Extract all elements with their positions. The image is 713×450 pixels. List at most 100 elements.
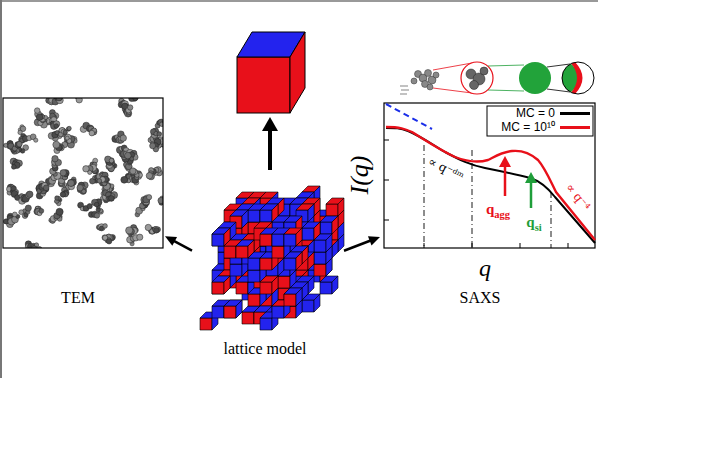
particle-blob [26,191,33,198]
aggregate-zoom [466,67,488,90]
cube-face [290,32,305,113]
particle-blob [120,135,126,141]
node-caption: SAXS [460,289,501,307]
particle-blob [43,185,49,191]
particle-blob [83,166,89,172]
particle-blob [89,130,95,136]
particle-blob [125,152,132,159]
cube-face [248,294,260,306]
cube-face [224,306,236,318]
cube-face [284,294,296,306]
cube-face [242,210,248,228]
particle [519,62,551,94]
particle-blob [67,126,71,130]
cube-face [212,282,224,294]
particle-blob [17,142,22,147]
cube-face [272,306,284,318]
particle-blob [137,234,143,240]
cube-face [260,258,272,270]
diagram-node: lattice model [192,160,344,362]
cube-face [326,204,338,216]
frame-line [0,0,2,378]
cube-face [224,306,236,318]
cube-face [272,246,284,258]
cube-face [278,276,290,288]
cube-face [272,306,284,318]
cube-face [284,294,296,306]
particle-blob [97,179,102,184]
cube-face [248,258,260,270]
particle-blob [15,142,21,148]
particle-blob [52,156,58,162]
cube-face [296,228,302,246]
cube-face [260,234,272,246]
label-text: q [486,201,494,217]
particle-blob [36,114,43,121]
cube-face [248,258,260,270]
cube-face [338,198,344,216]
legend-text: MC = 0 [489,106,555,120]
label-text: q [526,214,534,230]
cube-face [212,234,224,246]
cube-face [278,258,284,276]
particle-blob [147,195,152,200]
particle-blob [68,180,75,187]
particle-blob [76,98,82,103]
qagg-arrow [504,166,507,196]
plot-frame [384,103,595,248]
particle-blob [11,165,16,170]
cube-face [200,318,212,330]
node-caption: TEM [61,289,95,307]
particle-blob [94,202,99,207]
zoom-line [488,90,524,91]
particle-blob [34,108,40,114]
unit-cube [237,32,305,113]
cube-face [272,234,284,246]
tem-frame [3,98,163,248]
particle-blob [126,227,133,234]
connector [344,236,380,251]
cube-face [314,264,326,276]
particle-blob [4,143,8,147]
plot-annotation: q [479,256,491,280]
cube-face [278,276,290,288]
particle-blob [130,168,136,174]
cube-face [320,282,332,294]
cube-face [332,276,338,294]
legend-box [487,106,593,136]
cube-face [284,294,296,306]
cube-face [314,252,326,264]
up-arrow [268,130,272,170]
plot-annotation: I(q) [347,156,373,195]
particle-blob [153,227,159,233]
cube-face [260,282,272,294]
arrow-head [368,236,380,245]
legend-text: MC = 10¹⁰ [489,120,555,134]
cube-face [224,246,236,258]
cube-face [248,210,260,222]
particle-blob [17,141,23,147]
arrow-head [165,236,177,246]
cube-face [260,234,272,246]
cube-face [320,222,332,234]
cube-face [326,234,332,252]
fit-line [386,104,432,129]
cube-face [236,282,248,294]
particle-blob [158,119,163,126]
cube-face [302,228,314,240]
cube-face [230,264,242,276]
cube-face [284,234,296,246]
arrow-head [499,156,511,167]
particle-blob [109,158,114,163]
cube-face [248,270,260,282]
cube-face [314,240,326,252]
cube-face [236,246,248,258]
plot-annotation: qsi [526,215,541,233]
particle-blob [87,204,92,209]
particle-blob [121,176,128,183]
cube-face [260,210,272,222]
cube-face [302,228,314,240]
cube-face [302,282,308,300]
